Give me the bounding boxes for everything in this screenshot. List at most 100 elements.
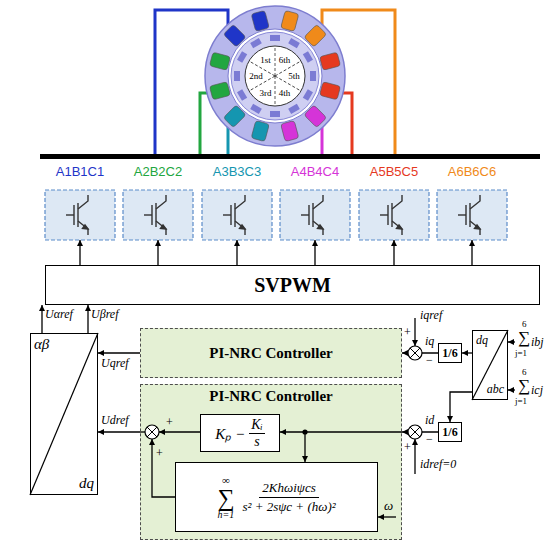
signal-label: 6th (279, 55, 291, 64)
pi-block: Kₚ −Kᵢs (200, 414, 280, 452)
fraction-numerator: 2Khωiψcs (259, 480, 318, 498)
phase-label: A4B4C4 (291, 164, 339, 179)
signal-label: 3rd (260, 88, 272, 97)
frame-label: dq (79, 475, 94, 492)
resonant-block: ∞∑h=1 2Khωiψcss² + 2sψc + (hω)² (175, 462, 378, 532)
signal-label: 1st (260, 55, 271, 64)
inverter-box: A6B6C6 (437, 164, 507, 240)
reference-arrow (414, 439, 415, 474)
signal-label: iqref (420, 309, 442, 321)
summation-limit: ∞ (222, 475, 230, 486)
signal-arrow (450, 392, 472, 422)
pi-output-wire (159, 431, 200, 432)
current-input-arrow (508, 341, 515, 342)
inverter-box: A4B4C4 (280, 164, 350, 240)
signal-label: ω (384, 499, 393, 512)
fraction: 2Khωiψcss² + 2sψc + (hω)² (242, 480, 335, 515)
signal-arrow (79, 240, 80, 265)
dc-bus (40, 154, 540, 159)
reference-arrow (414, 318, 415, 346)
signal-label: j=1 (515, 349, 527, 358)
signal-label: − (426, 354, 433, 366)
formula-text: Kₚ − (215, 423, 245, 443)
signal-arrow (314, 240, 315, 265)
signal-label: ∑ (518, 377, 530, 394)
branch-dot (302, 429, 307, 434)
phase-label: A3B3C3 (213, 164, 261, 179)
inverter-box: A5B5C5 (359, 164, 429, 240)
controller-fill (140, 384, 402, 540)
signal-label: 5th (288, 72, 300, 81)
phase-label: A2B2C2 (134, 164, 182, 179)
signal-label: + (404, 441, 411, 453)
signal-label: iq (425, 335, 434, 347)
error-wire (280, 431, 402, 432)
phase-label: A6B6C6 (448, 164, 496, 179)
fraction-numerator: Kᵢ (249, 417, 265, 434)
block-label: PI-NRC Controller (209, 345, 332, 362)
signal-label: + (404, 326, 411, 338)
inverter-box: A3B3C3 (202, 164, 272, 240)
signal-label: 4th (279, 88, 291, 97)
signal-arrow (393, 240, 394, 265)
signal-arrow (98, 352, 140, 353)
signal-label: 2nd (249, 72, 263, 81)
block-label: PI-NRC Controller (209, 388, 332, 405)
phase-label: A5B5C5 (370, 164, 418, 179)
signal-label: Uβref (91, 308, 119, 320)
transform-block: αβ dq (30, 333, 98, 495)
signal-arrow (41, 305, 42, 333)
signal-label: Uqref (101, 357, 129, 369)
frame-label: dq (476, 333, 488, 348)
transform-diagonal (30, 333, 98, 495)
controller-box: PI-NRC Controller Kₚ −Kᵢs ∞∑h=1 2Khωiψcss² … (140, 384, 402, 540)
inverter-fills (45, 190, 507, 240)
block-label: 1/6 (442, 425, 457, 440)
signal-label: 6 (522, 368, 527, 377)
branch-wire (304, 432, 305, 462)
fraction: Kᵢs (249, 417, 265, 450)
phase-label: A1B1C1 (56, 164, 104, 179)
transform-diagonal (472, 330, 508, 400)
signal-arrow (462, 352, 472, 353)
gain-block: 1/6 (438, 343, 462, 363)
fraction-denominator: s (254, 434, 259, 450)
frame-label: αβ (34, 336, 49, 353)
signal-arrow (471, 240, 472, 265)
nrc-output-wire (152, 439, 175, 497)
controller-box: PI-NRC Controller (140, 328, 402, 378)
block-label: 1/6 (442, 346, 457, 361)
transform-block: dq abc (472, 330, 508, 400)
motor-illustration (205, 6, 345, 146)
frequency-arrow (378, 516, 396, 517)
signal-label: j=1 (515, 397, 527, 406)
signal-label: 6 (522, 320, 527, 329)
block-label: SVPWM (254, 274, 331, 297)
inverter-box: A2B2C2 (123, 164, 193, 240)
current-input-arrow (508, 389, 515, 390)
summation-sign: ∞∑h=1 (217, 475, 234, 520)
signal-arrow (157, 240, 158, 265)
signal-label: Udref (101, 414, 129, 426)
signal-label: + (166, 416, 173, 428)
frame-label: abc (487, 382, 504, 397)
signal-label: Uαref (45, 308, 73, 320)
summation-symbol: ∑ (217, 486, 234, 510)
signal-label: + (156, 447, 163, 459)
gain-block: 1/6 (438, 422, 462, 442)
signal-label: icj (531, 384, 543, 396)
signal-label: ibj (531, 336, 544, 348)
inverter-box: A1B1C1 (45, 164, 115, 240)
signal-label: − (426, 433, 433, 445)
controller-fill (140, 328, 402, 378)
svpwm-block: SVPWM (45, 265, 540, 305)
signal-arrow (87, 305, 88, 333)
fraction-denominator: s² + 2sψc + (hω)² (242, 498, 335, 515)
switch-symbols (66, 195, 480, 235)
signal-label: ∑ (518, 329, 530, 346)
signal-arrow (236, 240, 237, 265)
summation-limit: h=1 (218, 510, 235, 520)
signal-arrow (98, 431, 140, 432)
signal-label: id (425, 414, 434, 426)
junction-crosses (147, 348, 420, 437)
